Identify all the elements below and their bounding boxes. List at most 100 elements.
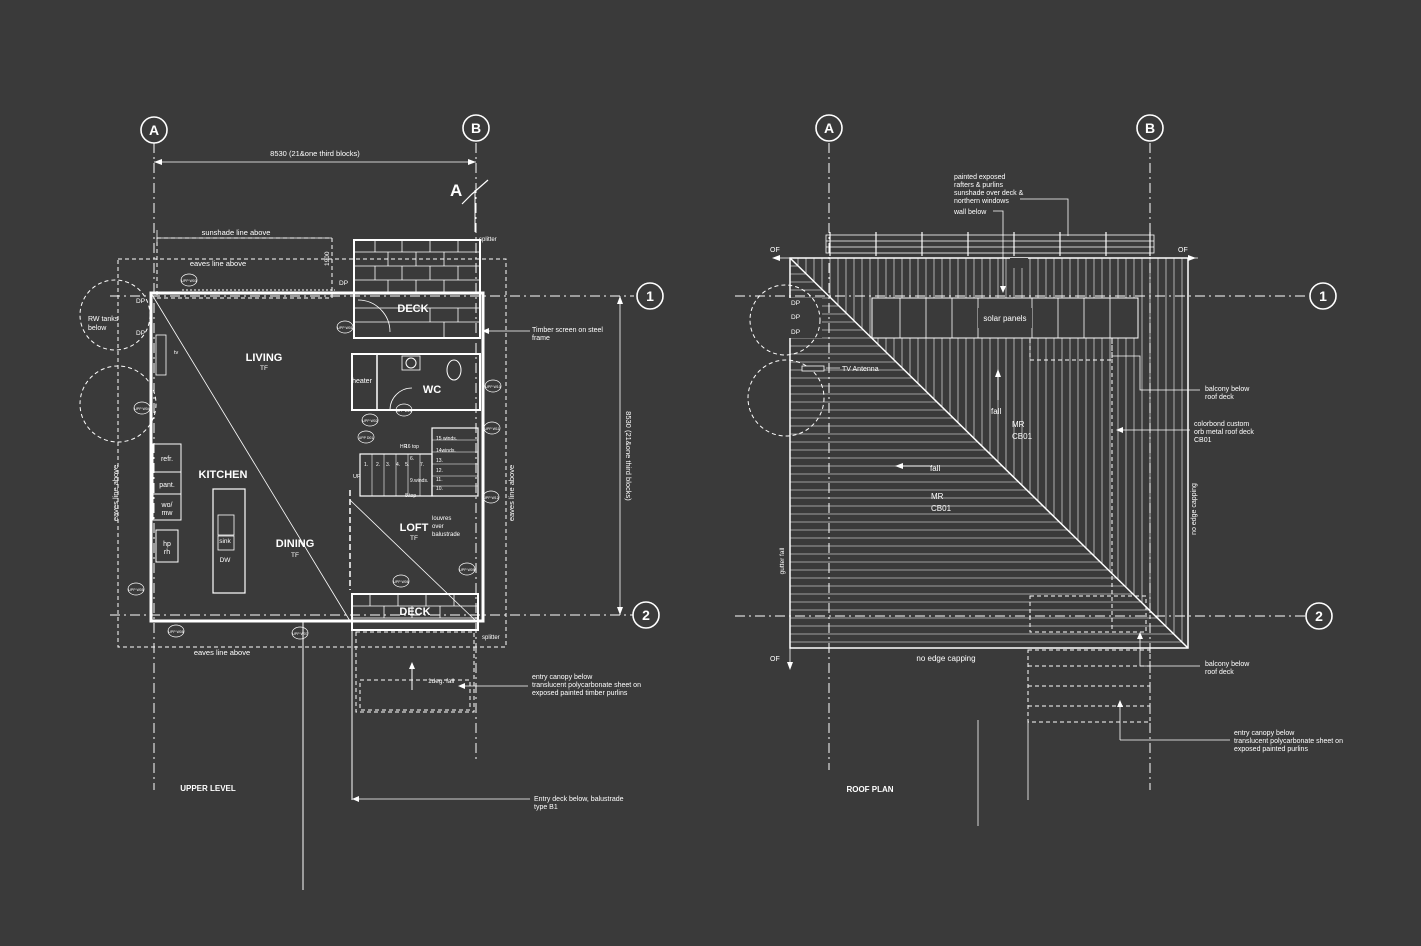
svg-text:6.: 6. xyxy=(410,456,414,462)
note-colorbond-2: orb metal roof deck xyxy=(1194,429,1254,436)
svg-text:TF: TF xyxy=(410,535,418,542)
entry-canopy-outline: 1deg. fall xyxy=(302,622,475,890)
note-gutter-fall: gutter fall xyxy=(779,547,786,574)
svg-text:hp: hp xyxy=(163,541,171,548)
note-balcony-1b: roof deck xyxy=(1205,394,1234,401)
roof-grid-bubble-a: A xyxy=(815,114,843,142)
svg-text:UPP W08: UPP W08 xyxy=(168,630,183,634)
note-no-edge-right: no edge capping xyxy=(1191,483,1198,535)
note-colorbond-3: CB01 xyxy=(1194,437,1212,444)
svg-text:2: 2 xyxy=(642,607,650,623)
svg-text:refr.: refr. xyxy=(161,456,173,463)
svg-text:UPP W10: UPP W10 xyxy=(485,385,500,389)
svg-text:12.: 12. xyxy=(436,468,443,474)
svg-text:TF: TF xyxy=(291,552,299,559)
deck-bottom: DECK xyxy=(351,593,479,631)
roof-grid-bubble-b: B xyxy=(1136,114,1164,142)
grid-bubble-b: B xyxy=(462,114,490,142)
svg-text:UPP W05: UPP W05 xyxy=(128,588,143,592)
svg-text:OF: OF xyxy=(770,656,780,663)
svg-text:UPP W04: UPP W04 xyxy=(134,407,149,411)
svg-text:UPP W11: UPP W11 xyxy=(484,427,499,431)
note-entry-canopy-2: translucent polycarbonate sheet on xyxy=(532,682,641,689)
roof-grid-bubble-1: 1 xyxy=(1309,282,1337,310)
svg-text:1: 1 xyxy=(1319,288,1327,304)
grid-bubble-2: 2 xyxy=(632,601,660,629)
svg-text:rafters & purlins: rafters & purlins xyxy=(954,182,1004,189)
solar-panels-label: solar panels xyxy=(983,314,1026,323)
eaves-label-top: eaves line above xyxy=(190,259,246,268)
note-timber-screen-1: Timber screen on steel xyxy=(532,327,603,334)
sunshade-label: sunshade line above xyxy=(202,228,271,237)
rw-tanks-label-2: below xyxy=(88,325,107,332)
stair: 15 winds. 16 top 14winds. 13. 12. 11. 10… xyxy=(353,427,479,499)
svg-text:13.: 13. xyxy=(436,458,443,464)
drawing-title-upper-level: UPPER LEVEL xyxy=(180,784,236,793)
solar-panels: solar panels xyxy=(871,297,1139,339)
svg-text:UPP W02: UPP W02 xyxy=(362,419,377,423)
svg-text:15 winds.: 15 winds. xyxy=(436,436,457,442)
window-tags: UPP W03 UPP W04 UPP W05 UPP W08 UPP W07 … xyxy=(127,273,502,640)
svg-text:louvres: louvres xyxy=(432,516,451,522)
svg-text:3.: 3. xyxy=(386,462,390,468)
dp-label-1: DP xyxy=(136,298,145,305)
dimension-height: 8530 (21&one third blocks) xyxy=(624,411,633,501)
svg-text:1deg. fall: 1deg. fall xyxy=(428,678,455,685)
svg-text:sink: sink xyxy=(219,538,231,545)
svg-text:16 top: 16 top xyxy=(405,444,419,450)
deck-bottom-label: DECK xyxy=(399,606,430,618)
svg-text:4.: 4. xyxy=(396,462,400,468)
svg-text:1: 1 xyxy=(646,288,654,304)
fall-label-1: fall xyxy=(991,407,1001,416)
note-entry-canopy-1: entry canopy below xyxy=(532,674,593,681)
wc-label: WC xyxy=(423,384,441,396)
svg-text:UPP W01: UPP W01 xyxy=(337,326,352,330)
drawing-title-roof-plan: ROOF PLAN xyxy=(846,785,893,794)
svg-text:MR: MR xyxy=(931,492,944,501)
svg-text:1.: 1. xyxy=(364,462,368,468)
svg-text:A: A xyxy=(450,181,462,200)
svg-text:UPP W07: UPP W07 xyxy=(292,632,307,636)
dimension-width: 8530 (21&one third blocks) xyxy=(270,149,360,158)
svg-text:pant.: pant. xyxy=(159,482,175,489)
svg-text:DP: DP xyxy=(791,329,800,336)
svg-text:over: over xyxy=(432,524,444,530)
roof-entry-canopy xyxy=(977,649,1230,826)
note-balcony-2b: roof deck xyxy=(1205,669,1234,676)
eaves-label-right: eaves line above xyxy=(507,465,516,521)
deck-top: DECK xyxy=(353,239,481,339)
eaves-label-left: eaves line above xyxy=(111,465,120,521)
note-balcony-1a: balcony below xyxy=(1205,386,1250,393)
svg-text:DP: DP xyxy=(791,300,800,307)
svg-text:MR: MR xyxy=(1012,420,1025,429)
room-label-kitchen: KITCHEN xyxy=(199,469,248,481)
svg-text:northern windows: northern windows xyxy=(954,198,1009,205)
svg-text:balustrade: balustrade xyxy=(432,532,461,538)
tv-antenna-label: TV Antenna xyxy=(842,366,879,373)
svg-text:wo/: wo/ xyxy=(161,502,173,509)
upper-level-plan: A B 1 2 A 8530 (21&one third blocks) 853 xyxy=(79,114,664,890)
roof-outline xyxy=(772,255,1198,670)
note-roof-canopy-1: entry canopy below xyxy=(1234,730,1295,737)
note-roof-canopy-2: translucent polycarbonate sheet on xyxy=(1234,738,1343,745)
svg-text:9.winds.: 9.winds. xyxy=(410,478,428,484)
eaves-label-bottom: eaves line above xyxy=(194,648,250,657)
dp-label-2: DP xyxy=(136,330,145,337)
svg-text:UPP W09: UPP W09 xyxy=(459,568,474,572)
rw-tanks-label-1: RW tanks xyxy=(88,316,119,323)
svg-text:UPP D01: UPP D01 xyxy=(359,436,374,440)
room-label-living: LIVING xyxy=(246,352,283,364)
svg-text:OF: OF xyxy=(1178,247,1188,254)
svg-text:mw: mw xyxy=(162,510,174,517)
svg-text:wall below: wall below xyxy=(953,209,987,216)
svg-text:HR: HR xyxy=(400,444,408,450)
svg-text:sunshade over deck &: sunshade over deck & xyxy=(954,190,1024,197)
note-no-edge-bottom: no edge capping xyxy=(916,654,975,663)
kitchen-joinery: refr. pant. wo/ mw hp rh sink DW tv xyxy=(152,334,246,594)
dimension-1900: 1900 xyxy=(324,251,331,266)
svg-text:TF: TF xyxy=(260,365,268,372)
svg-text:UPP W13: UPP W13 xyxy=(396,409,411,413)
svg-text:B: B xyxy=(471,120,481,136)
note-entry-deck-2: type B1 xyxy=(534,804,558,811)
